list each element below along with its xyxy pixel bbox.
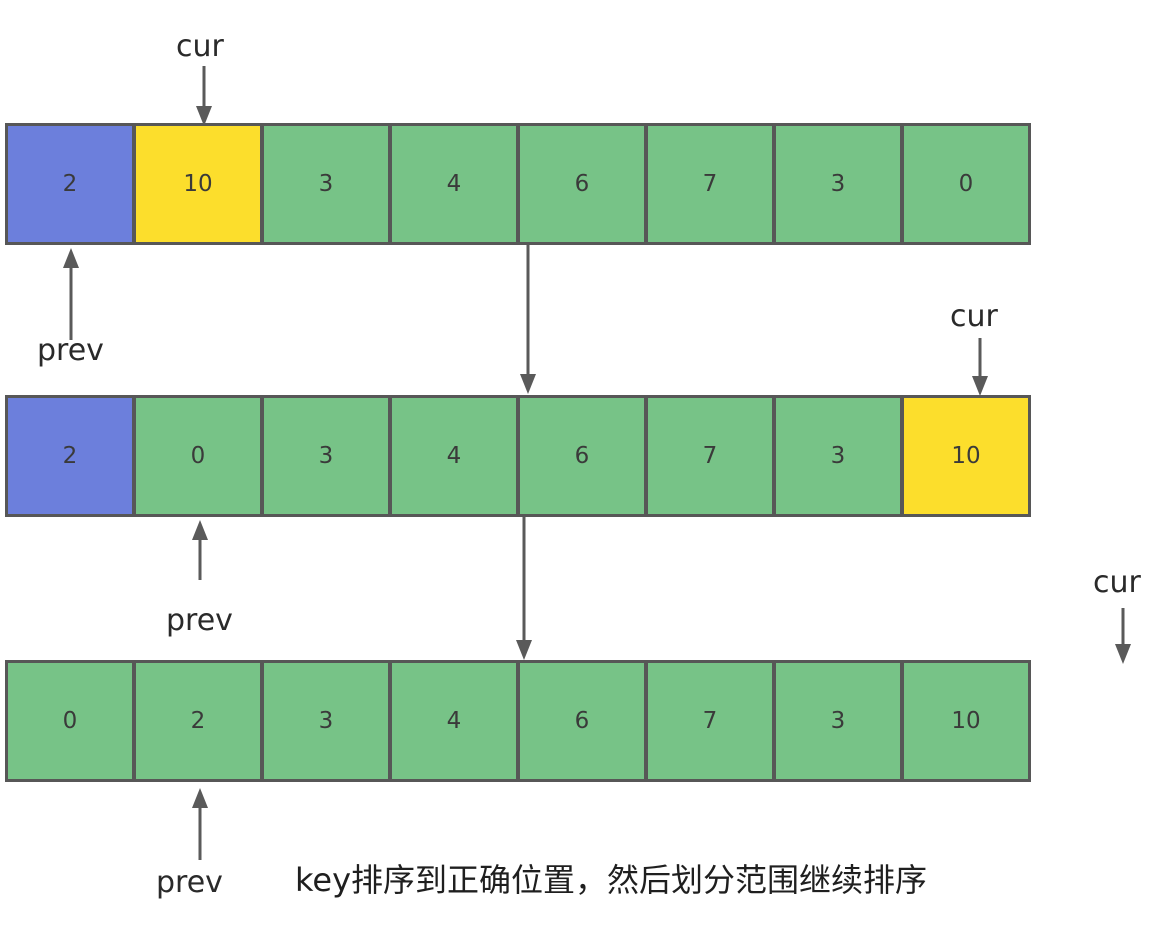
- array-cell: 10: [901, 395, 1031, 517]
- array-row-1: 2 10 3 4 6 7 3 0: [5, 123, 1047, 245]
- array-cell: 4: [389, 660, 519, 782]
- prev-label-3: prev: [156, 865, 223, 900]
- step-arrow-2: [516, 517, 532, 660]
- caption: key排序到正确位置，然后划分范围继续排序: [295, 861, 928, 899]
- cur-label-3: cur: [1093, 565, 1141, 600]
- array-cell: 10: [133, 123, 263, 245]
- array-cell: 0: [5, 660, 135, 782]
- prev-label-2: prev: [166, 603, 233, 638]
- array-row-2: 2 0 3 4 6 7 3 10: [5, 395, 1047, 517]
- array-cell: 7: [645, 395, 775, 517]
- array-cell: 3: [261, 660, 391, 782]
- cur-label-1: cur: [176, 29, 224, 64]
- array-cell: 7: [645, 660, 775, 782]
- cur-arrow-1: [196, 66, 212, 126]
- cur-arrow-2: [972, 338, 988, 396]
- array-cell: 0: [133, 395, 263, 517]
- array-cell: 4: [389, 395, 519, 517]
- array-cell: 3: [261, 123, 391, 245]
- prev-arrow-2: [192, 520, 208, 580]
- cur-label-2: cur: [950, 299, 998, 334]
- array-cell: 3: [773, 660, 903, 782]
- array-cell: 6: [517, 660, 647, 782]
- array-cell: 10: [901, 660, 1031, 782]
- step-arrow-1: [520, 245, 536, 394]
- cur-arrow-3: [1115, 608, 1131, 664]
- array-cell: 2: [5, 395, 135, 517]
- prev-label-1: prev: [37, 333, 104, 368]
- array-cell: 0: [901, 123, 1031, 245]
- prev-arrow-1: [63, 248, 79, 340]
- array-row-3: 0 2 3 4 6 7 3 10: [5, 660, 1047, 782]
- prev-arrow-3: [192, 788, 208, 860]
- array-cell: 2: [5, 123, 135, 245]
